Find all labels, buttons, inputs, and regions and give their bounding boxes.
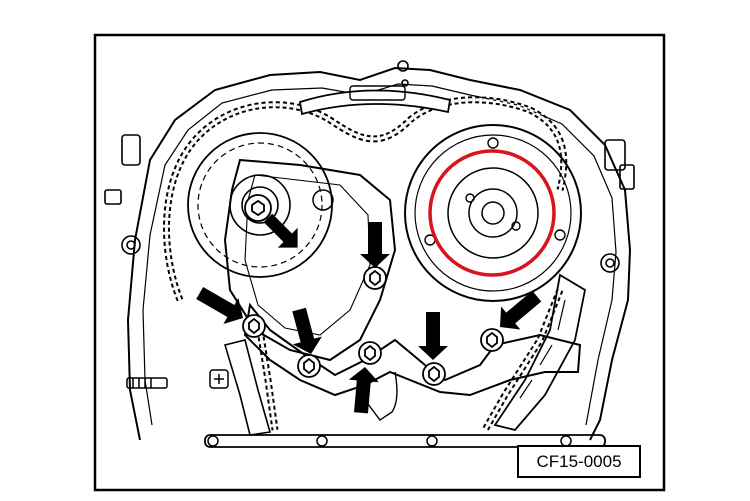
mounting-lugs: [104, 60, 635, 273]
upper-chain-guide: [298, 89, 452, 116]
engine-block-outline: [126, 66, 632, 441]
tensioner-housing: [223, 158, 397, 362]
figure-frame: [93, 33, 666, 492]
hex-socket-bolt-icon: [242, 314, 266, 338]
hex-socket-bolt-icon: [480, 328, 504, 352]
hex-socket-bolt-icon: [363, 266, 387, 290]
black-arrow-icon: [263, 213, 298, 248]
black-arrow-icon: [292, 307, 322, 354]
reference-code-label: CF15-0005: [517, 445, 641, 478]
hex-socket-bolt-icon: [297, 354, 321, 378]
black-arrow-icon: [348, 367, 379, 414]
hex-socket-bolt-icon: [422, 362, 446, 386]
bottom-rail: [204, 434, 606, 448]
left-chain-guide: [223, 339, 272, 436]
engine-block-inner-outline: [142, 83, 617, 426]
black-arrow-icon: [196, 286, 243, 324]
black-arrow-icon: [418, 312, 448, 360]
highlight-circle: [428, 149, 556, 277]
stud-bolt: [126, 377, 168, 389]
hex-socket-bolt-icon: [358, 341, 382, 365]
black-arrow-icon: [360, 222, 390, 268]
hex-socket-bolt-icon: [244, 194, 272, 222]
reference-code-text: CF15-0005: [536, 451, 622, 471]
right-chain-guide: [493, 273, 587, 432]
right-sprocket: [404, 124, 582, 302]
black-arrow-icon: [500, 290, 542, 330]
